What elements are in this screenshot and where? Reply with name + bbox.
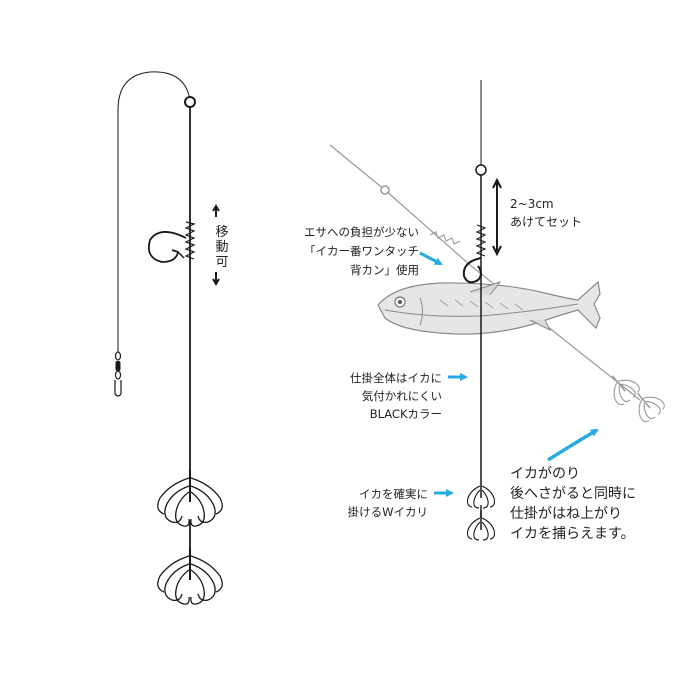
right-top-ring xyxy=(475,164,487,176)
svg-text:「イカー番ワンタッチ: 「イカー番ワンタッチ xyxy=(304,244,419,258)
svg-text:エサへの負担が少ない: エサへの負担が少ない xyxy=(304,225,419,239)
movable-label: 移動可 xyxy=(215,225,228,270)
svg-text:2~3cm: 2~3cm xyxy=(510,197,554,211)
move-down-arrow xyxy=(212,272,220,286)
double-hook-label: イカを確実に 掛けるWイカリ xyxy=(348,487,428,519)
svg-text:仕掛全体はイカに: 仕掛全体はイカに xyxy=(350,371,442,385)
color-label: 仕掛全体はイカに 気付かれにくい BLACKカラー xyxy=(350,371,442,421)
back-hook xyxy=(462,257,482,284)
right-rig xyxy=(329,80,668,541)
left-bait-hook xyxy=(147,231,187,263)
svg-text:イカを捕らえます。: イカを捕らえます。 xyxy=(510,526,635,542)
gray-anchor-1 xyxy=(601,366,643,409)
hook-label: エサへの負担が少ない 「イカー番ワンタッチ 背カン」使用 xyxy=(304,225,419,277)
left-upper-anchor xyxy=(156,469,224,528)
svg-text:背カン」使用: 背カン」使用 xyxy=(350,263,419,277)
gap-label: 2~3cm あけてセット xyxy=(510,197,582,229)
svg-text:イカがのり: イカがのり xyxy=(510,466,580,482)
right-coil xyxy=(475,224,487,257)
gap-arrow xyxy=(492,177,502,257)
svg-text:BLACKカラー: BLACKカラー xyxy=(370,407,442,421)
svg-text:イカを確実に: イカを確実に xyxy=(359,487,428,501)
svg-text:あけてセット: あけてセット xyxy=(510,215,582,229)
svg-text:仕掛がはね上がり: 仕掛がはね上がり xyxy=(510,506,622,522)
svg-text:後へさがると同時に: 後へさがると同時に xyxy=(510,486,636,502)
svg-text:掛けるWイカリ: 掛けるWイカリ xyxy=(348,505,428,519)
right-lower-anchor xyxy=(466,509,496,541)
bait-fish xyxy=(377,280,601,335)
right-upper-anchor xyxy=(466,477,496,509)
left-top-ring xyxy=(184,96,196,108)
left-main-line xyxy=(117,71,191,345)
left-coil xyxy=(184,221,196,260)
move-up-arrow xyxy=(212,204,220,217)
svg-text:気付かれにくい: 気付かれにくい xyxy=(362,389,442,403)
left-rig: 移動可 xyxy=(114,71,229,606)
swivel xyxy=(114,345,122,397)
action-label: イカがのり 後へさがると同時に 仕掛がはね上がり イカを捕らえます。 xyxy=(510,466,636,542)
upward-motion-arrow xyxy=(547,428,599,462)
hook-pointer-arrow xyxy=(419,251,443,266)
gray-line xyxy=(329,144,641,401)
left-lower-anchor xyxy=(156,547,224,606)
